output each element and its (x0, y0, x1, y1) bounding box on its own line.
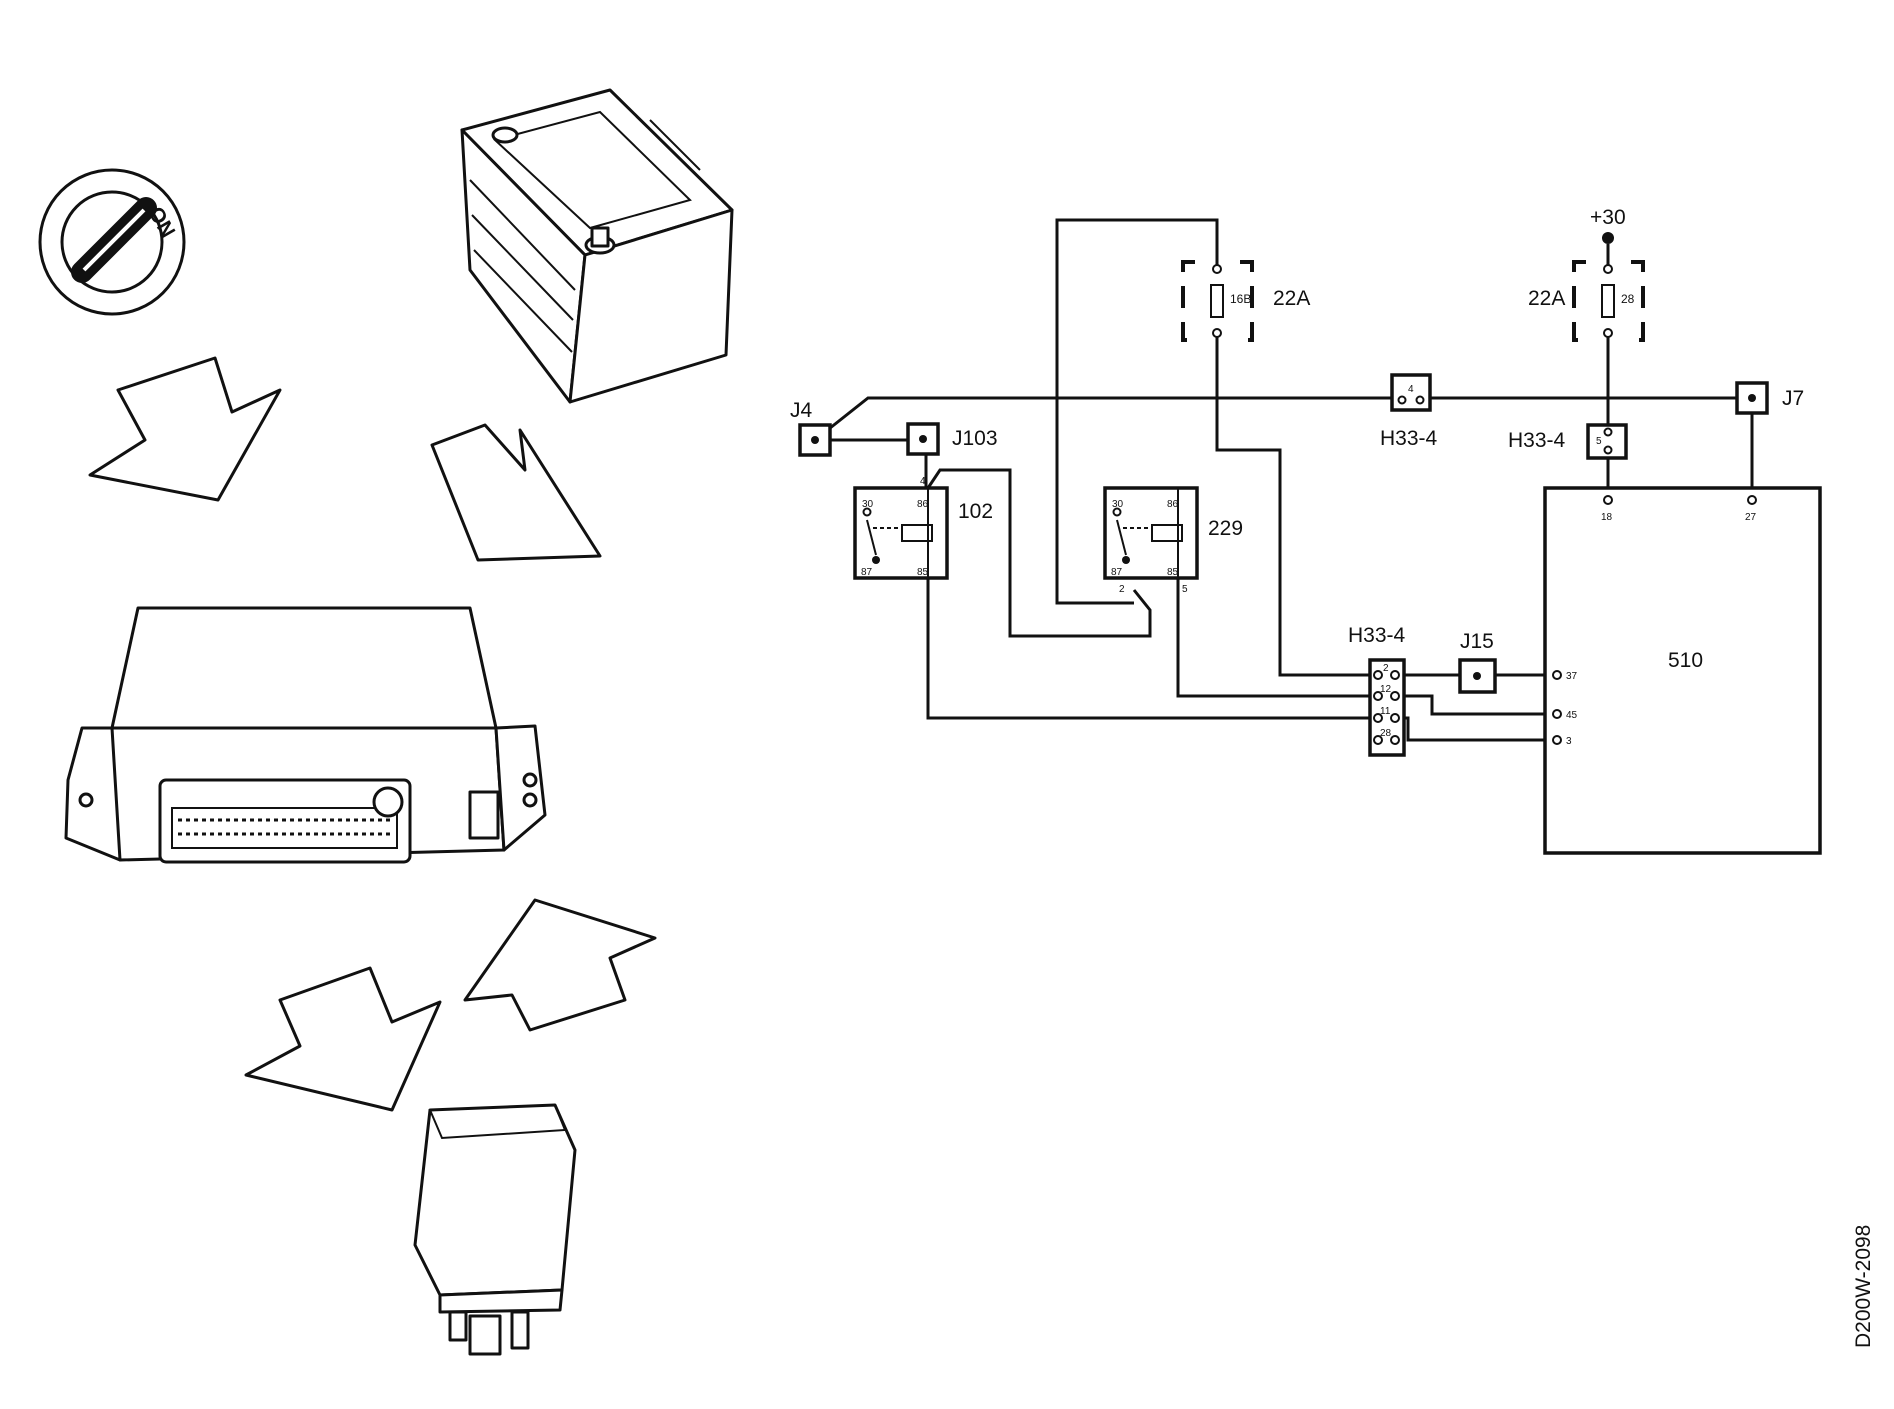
ecu-pin: 27 (1745, 512, 1757, 523)
relay-229-wire-2: 2 (1119, 584, 1125, 595)
h33-block-pin: 12 (1380, 684, 1392, 695)
relay-229-wire-5: 5 (1182, 584, 1188, 595)
connector-j7-label: J7 (1782, 387, 1804, 410)
fuse-a-rating: 22A (1273, 287, 1310, 310)
fuse-b-rating: 22A (1528, 287, 1565, 310)
flow-arrow-icon (430, 423, 602, 562)
relay-102-wire-4: 4 (920, 476, 926, 487)
relay-229-pin-86: 86 (1167, 499, 1179, 510)
relay-102: 30 86 87 85 4 (853, 476, 949, 580)
connector-j4-label: J4 (790, 399, 813, 422)
supply-terminal-icon (1602, 232, 1614, 244)
connector-j7 (1735, 381, 1769, 415)
relay-229-pin-85: 85 (1167, 567, 1179, 578)
relay-102-pin-85: 85 (917, 567, 929, 578)
supply-label: +30 (1590, 206, 1626, 229)
fuse-28: 28 (1572, 260, 1645, 342)
connector-j103-label: J103 (952, 427, 998, 450)
ecu-pin: 37 (1566, 671, 1578, 682)
ecu-unit-icon (64, 606, 547, 864)
flow-arrow-icon (88, 356, 282, 502)
relay-102-pin-87: 87 (861, 567, 873, 578)
ecu-pin: 18 (1601, 512, 1613, 523)
h33-block-pin: 28 (1380, 728, 1392, 739)
flow-arrow-icon (463, 898, 657, 1032)
battery-icon (460, 88, 734, 404)
connector-h33-block: 2 12 11 28 (1368, 658, 1406, 757)
ecu-label: 510 (1668, 649, 1703, 672)
fuse-b-id: 28 (1621, 292, 1635, 306)
connector-h33-right-label: H33-4 (1508, 429, 1566, 452)
relay-102-pin-86: 86 (917, 499, 929, 510)
relay-229-pin-87: 87 (1111, 567, 1123, 578)
h33-block-pin: 2 (1383, 663, 1389, 674)
ecu-pin: 3 (1566, 736, 1572, 747)
connector-h33-block-label: H33-4 (1348, 624, 1406, 647)
fuse-16b: 16B (1181, 260, 1254, 342)
connector-h33-top-label: H33-4 (1380, 427, 1438, 450)
relay-229-label: 229 (1208, 517, 1243, 540)
fuse-a-id: 16B (1230, 292, 1251, 306)
h33-top-pin: 4 (1408, 384, 1414, 395)
relay-229: 30 86 87 85 2 5 (1103, 486, 1199, 595)
connector-j15 (1458, 658, 1497, 694)
h33-right-pin: 5 (1596, 436, 1602, 447)
connector-j4 (798, 423, 832, 457)
relay-229-pin-30: 30 (1112, 499, 1124, 510)
ecu-pin: 45 (1566, 710, 1578, 721)
connector-h33-right: 5 (1586, 423, 1628, 460)
connector-j103 (906, 422, 940, 456)
flow-arrow-icon (244, 966, 442, 1112)
connector-h33-top: 4 (1390, 373, 1432, 412)
ignition-switch-icon: ON (38, 168, 186, 316)
relay-102-label: 102 (958, 500, 993, 523)
connector-j15-label: J15 (1460, 630, 1494, 653)
ecu-510: 18 27 37 45 3 (1543, 486, 1822, 855)
relay-102-pin-30: 30 (862, 499, 874, 510)
h33-block-pin: 11 (1380, 706, 1391, 717)
relay-icon (413, 1103, 577, 1356)
figure-code: D200W-2098 (1852, 1225, 1875, 1348)
